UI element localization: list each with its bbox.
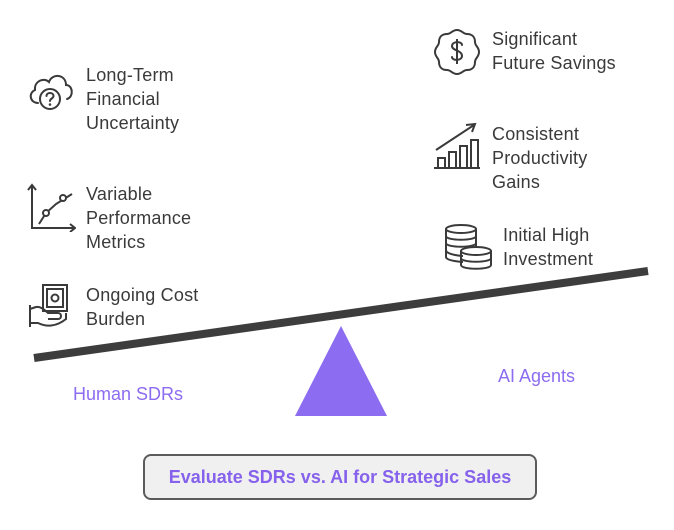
cash-hand-icon (29, 284, 68, 327)
dollar-badge-icon (433, 28, 481, 76)
item-long-term-financial-uncertainty: Long-Term Financial Uncertainty (26, 63, 179, 135)
line-chart-icon (27, 183, 76, 232)
scale-beam (33, 267, 649, 362)
item-consistent-productivity-gains: Consistent Productivity Gains (432, 122, 587, 194)
left-side-label: Human SDRs (73, 384, 184, 404)
item-significant-future-savings: Significant Future Savings (432, 27, 616, 77)
coin-stacks-icon (445, 224, 492, 270)
right-side-label: AI Agents (498, 366, 576, 386)
growth-bars-icon (434, 122, 480, 169)
evaluate-button[interactable]: Evaluate SDRs vs. AI for Strategic Sales (143, 454, 537, 500)
item-label: Consistent Productivity Gains (492, 124, 588, 192)
item-label: Variable Performance Metrics (86, 184, 192, 252)
item-label: Significant Future Savings (492, 29, 616, 73)
item-ongoing-cost-burden: Ongoing Cost Burden (26, 283, 198, 333)
item-initial-high-investment: Initial High Investment (443, 223, 593, 273)
cloud-question-icon (29, 75, 73, 110)
item-variable-performance-metrics: Variable Performance Metrics (26, 182, 191, 254)
item-label: Initial High Investment (503, 225, 594, 269)
scale-fulcrum (295, 326, 387, 416)
item-label: Long-Term Financial Uncertainty (86, 65, 180, 133)
item-label: Ongoing Cost Burden (86, 285, 199, 329)
